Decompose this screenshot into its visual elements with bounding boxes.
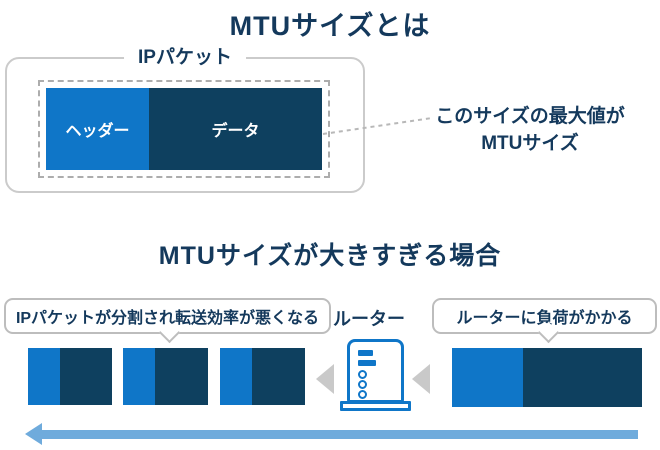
router-port-bar [358,360,376,366]
packet-fragment [123,348,208,405]
packet-data-segment [60,348,112,405]
packet-data-segment: データ [149,88,322,170]
packet-data-segment [252,348,305,405]
fragmentation-callout: IPパケットが分割され転送効率が悪くなる [4,298,331,344]
ip-packet-label: IPパケット [124,43,246,73]
router-load-callout: ルーターに負荷がかかる [432,298,657,344]
mtu-size-outline: ヘッダー データ [38,80,330,178]
packet-header-segment [28,348,60,405]
packet-data-segment [155,348,208,405]
annotation-line1: このサイズの最大値が [435,106,625,127]
packet-header-segment [220,348,252,405]
packet-data-segment [523,348,642,407]
mtu-annotation: このサイズの最大値が MTUサイズ [423,104,637,157]
packet-fragment [28,348,112,405]
dotted-connector-line [322,117,433,135]
chevron-left-icon [412,364,430,394]
router-base [340,401,411,411]
packet-header-segment [452,348,523,407]
router-led-dot [358,370,367,379]
large-packet [452,348,642,407]
packet-header-segment [123,348,155,405]
router-load-callout-text: ルーターに負荷がかかる [456,310,633,327]
packet-fragment [220,348,305,405]
ip-packet-group-box: IPパケット ヘッダー データ [5,43,365,193]
router-led-dot [358,380,367,389]
router-port-bar [358,350,373,356]
section-title: MTUサイズが大きすぎる場合 [158,242,502,270]
chevron-left-icon [316,364,334,394]
router-icon [347,339,404,403]
left-flow-arrow-head-icon [25,423,42,445]
router-led-dot [358,390,367,399]
packet-header-segment: ヘッダー [46,88,149,170]
page-title: MTUサイズとは [229,11,431,41]
fragmentation-callout-text: IPパケットが分割され転送効率が悪くなる [15,310,320,327]
annotation-line2: MTUサイズ [481,132,579,154]
router-label: ルーター [333,309,405,329]
left-flow-arrow-icon [40,430,638,439]
